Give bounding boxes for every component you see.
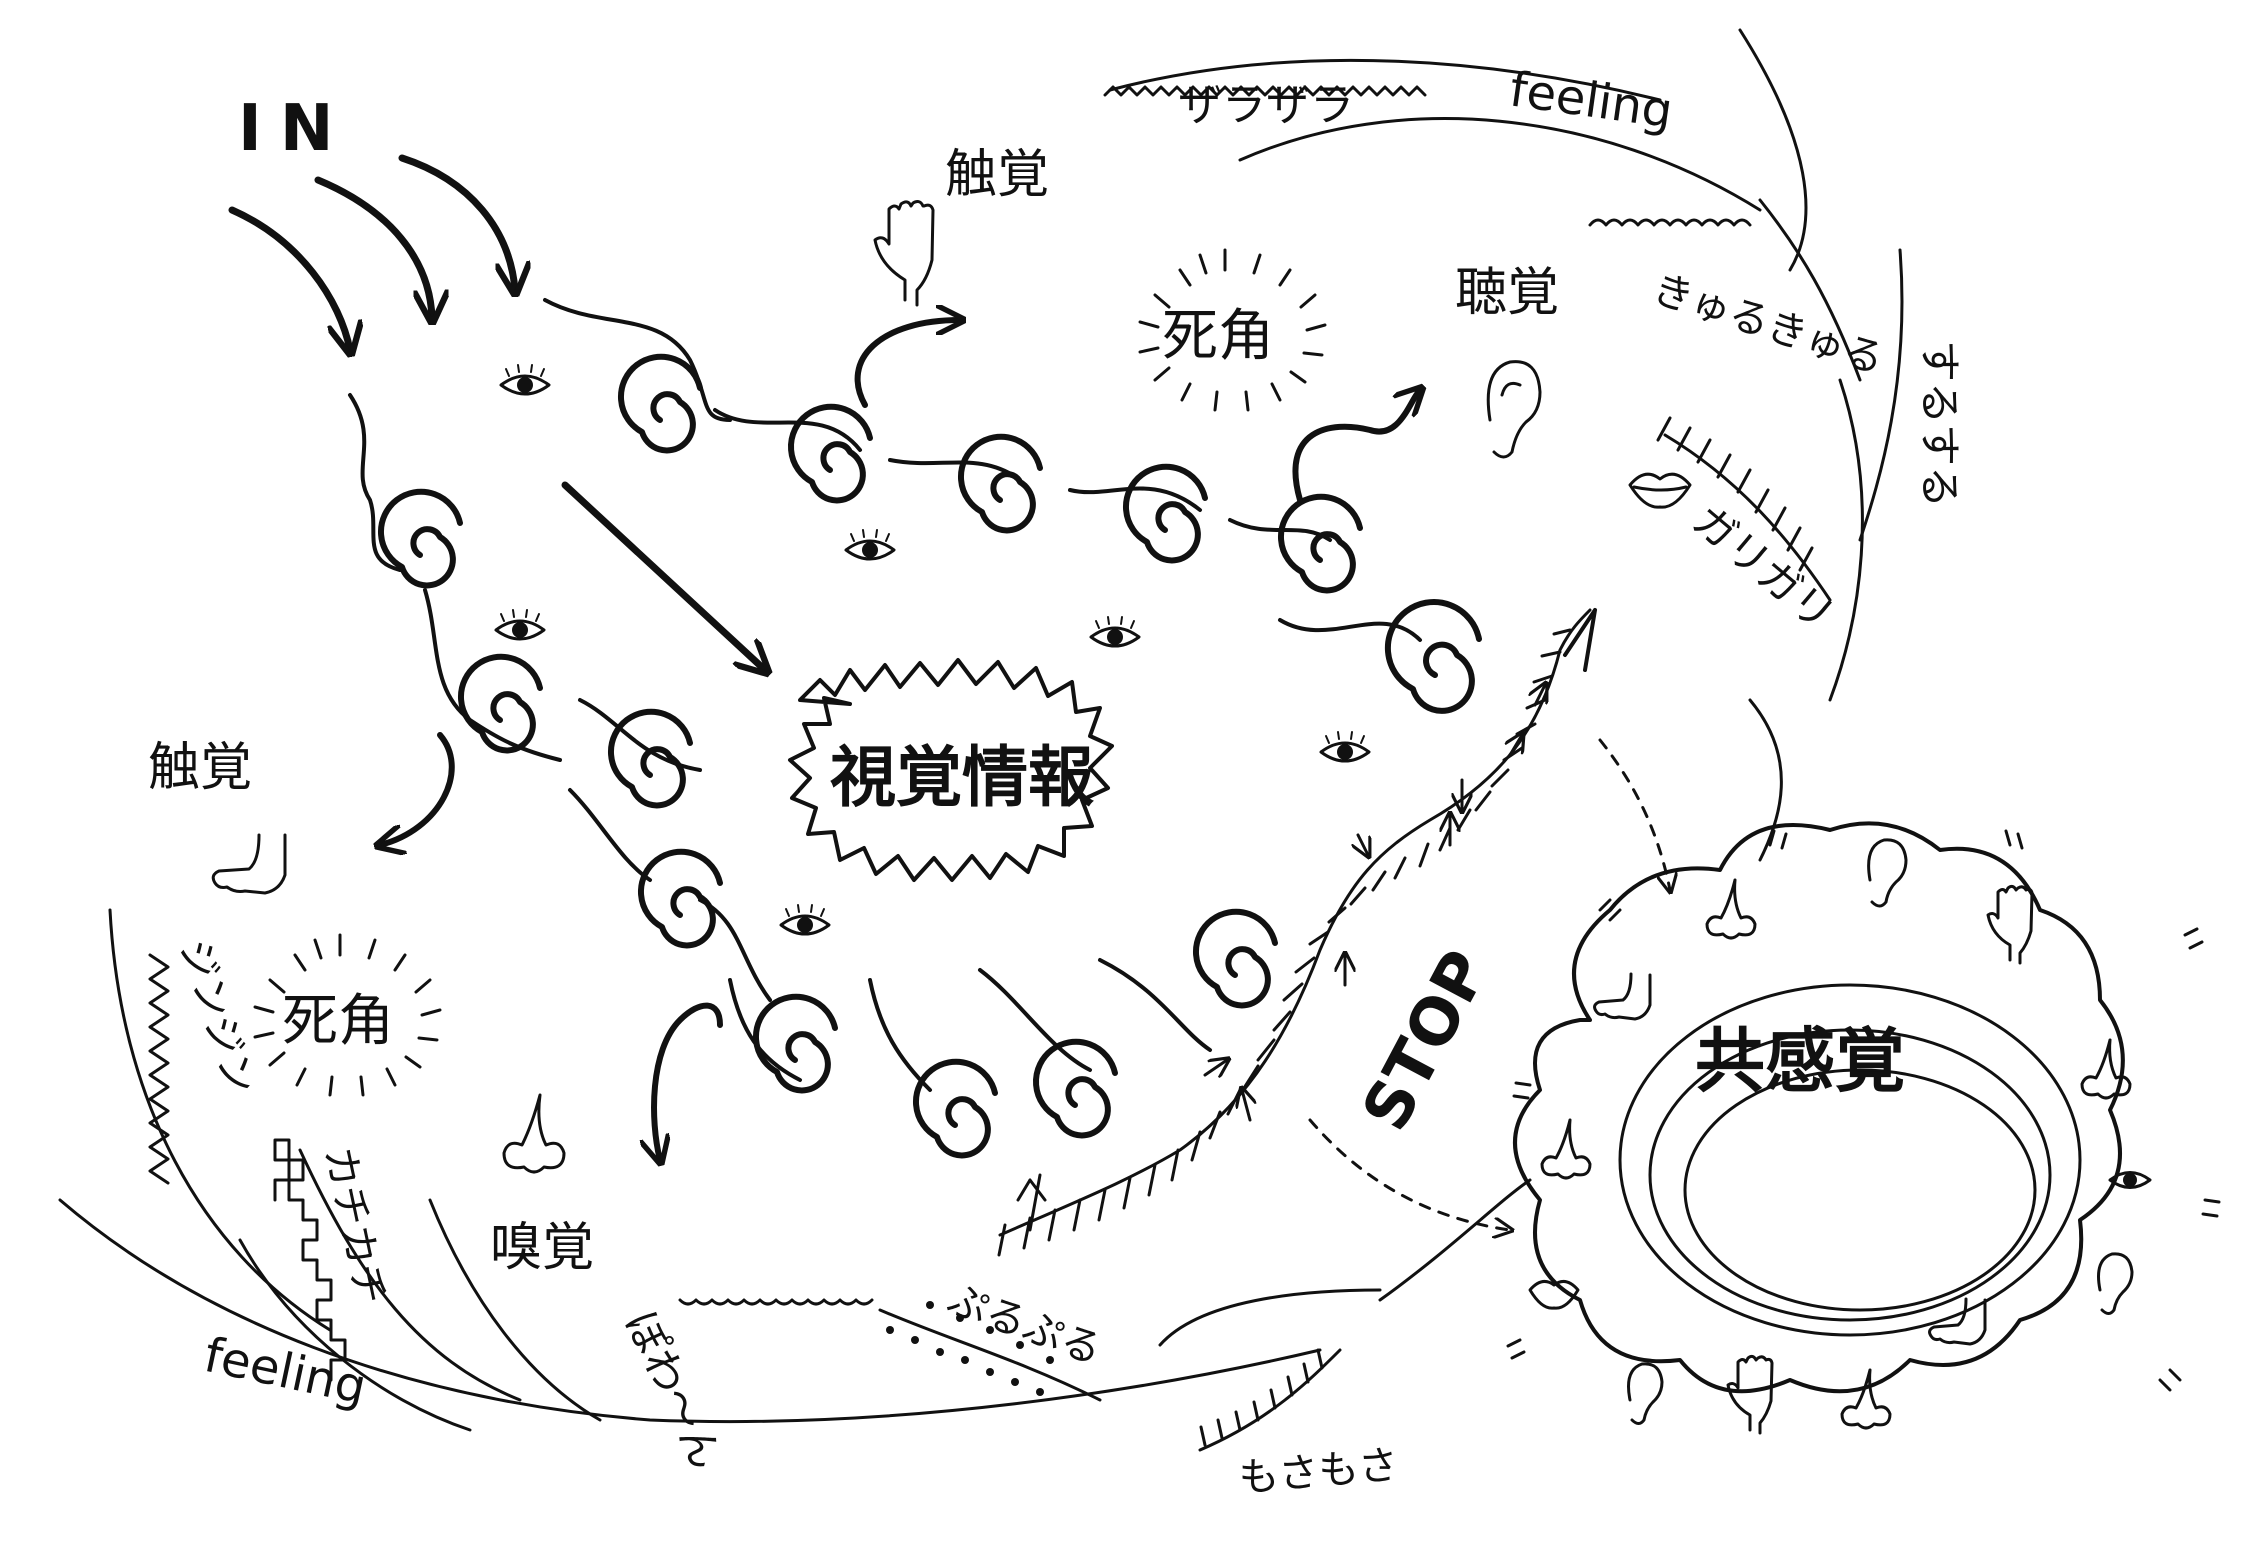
spirals <box>378 353 1482 1159</box>
foot-icon <box>211 833 287 895</box>
stop-label: STOP <box>1349 939 1504 1142</box>
dashed-arrow-upper <box>1598 738 1670 890</box>
outer-curves-bottom <box>58 908 1532 1432</box>
ear-icon <box>1867 838 1908 908</box>
arrow-to-hearing <box>1292 390 1420 503</box>
jinjin-label: ジンジン <box>170 934 263 1100</box>
eye-icons <box>494 364 1371 936</box>
hearing-label: 聴覚 <box>1455 263 1559 323</box>
mosamosa-label: もさもさ <box>1237 1442 1400 1502</box>
ear-icon <box>2097 1252 2134 1315</box>
feeling-top-label: feeling <box>1506 61 1676 139</box>
zarazara-label: ザラザラ <box>1178 80 1354 131</box>
eye-icon <box>844 529 896 561</box>
foot-icon <box>1928 1297 1987 1346</box>
touch-top-label: 触覚 <box>945 145 1049 205</box>
outer-curves-top <box>1108 28 1904 862</box>
input-arrows <box>228 154 515 350</box>
blind-spot-top: 死角 <box>1138 248 1327 412</box>
blind-spot-left: 死角 <box>253 933 442 1097</box>
eye-icon <box>1089 616 1141 648</box>
ear-icon <box>1627 1362 1664 1425</box>
barrier-push-arrows <box>1203 685 1545 1122</box>
arrow-to-touch-left <box>380 732 455 845</box>
mouth-icon <box>1528 1279 1580 1310</box>
eye-icon <box>779 904 831 936</box>
hand-icon <box>1726 1354 1774 1435</box>
nose-icon <box>502 1093 566 1174</box>
eye-icon <box>2108 1171 2152 1189</box>
hand-icon <box>873 200 935 307</box>
texture-garigari <box>1656 416 1832 602</box>
texture-kachikachi <box>273 1138 347 1382</box>
in-label: IN <box>238 92 351 166</box>
texture-kyurukyuru <box>1588 218 1752 227</box>
visual-info-burst: 視覚情報 <box>788 658 1114 882</box>
blind-spot-left-label: 死角 <box>282 989 394 1054</box>
arrow-to-touch-top <box>854 320 960 408</box>
nose-icon <box>1540 1118 1592 1180</box>
eye-icon <box>499 364 551 396</box>
texture-mosamosa <box>1198 1348 1342 1452</box>
synesthesia-label: 共感覚 <box>1695 1020 1905 1102</box>
nose-icon <box>1840 1368 1892 1430</box>
blind-spot-top-label: 死角 <box>1162 304 1274 369</box>
texture-powan <box>678 1298 874 1306</box>
eye-icon <box>494 609 546 641</box>
texture-zarazara <box>1103 85 1427 97</box>
ear-icon <box>1486 360 1542 459</box>
dashed-arrow-lower <box>1308 1118 1510 1230</box>
nose-icon <box>2080 1038 2132 1100</box>
eye-icon <box>1319 731 1371 763</box>
texture-purupuru <box>878 1301 1102 1402</box>
synesthesia-cloud: 共感覚 <box>1506 821 2221 1435</box>
kyurukyuru-label: きゅるきゅる <box>1647 266 1889 384</box>
stop-barrier <box>997 608 1597 1257</box>
nose-icon <box>1705 878 1757 940</box>
arrow-to-smell <box>654 1002 723 1160</box>
kachikachi-label: カチカチ <box>315 1143 393 1309</box>
texture-jinjin <box>148 953 170 1185</box>
mouth-icon <box>1628 472 1692 509</box>
surusuru-label: するする <box>1915 340 1964 508</box>
powan-label: ぽわ〜ん <box>616 1304 731 1477</box>
smell-label: 嗅覚 <box>490 1218 594 1278</box>
foot-icon <box>1593 972 1652 1021</box>
arrow-to-visual <box>561 481 765 670</box>
hand-icon <box>1986 884 2034 965</box>
visual-info-label: 視覚情報 <box>830 739 1094 816</box>
touch-left-label: 触覚 <box>148 738 252 798</box>
